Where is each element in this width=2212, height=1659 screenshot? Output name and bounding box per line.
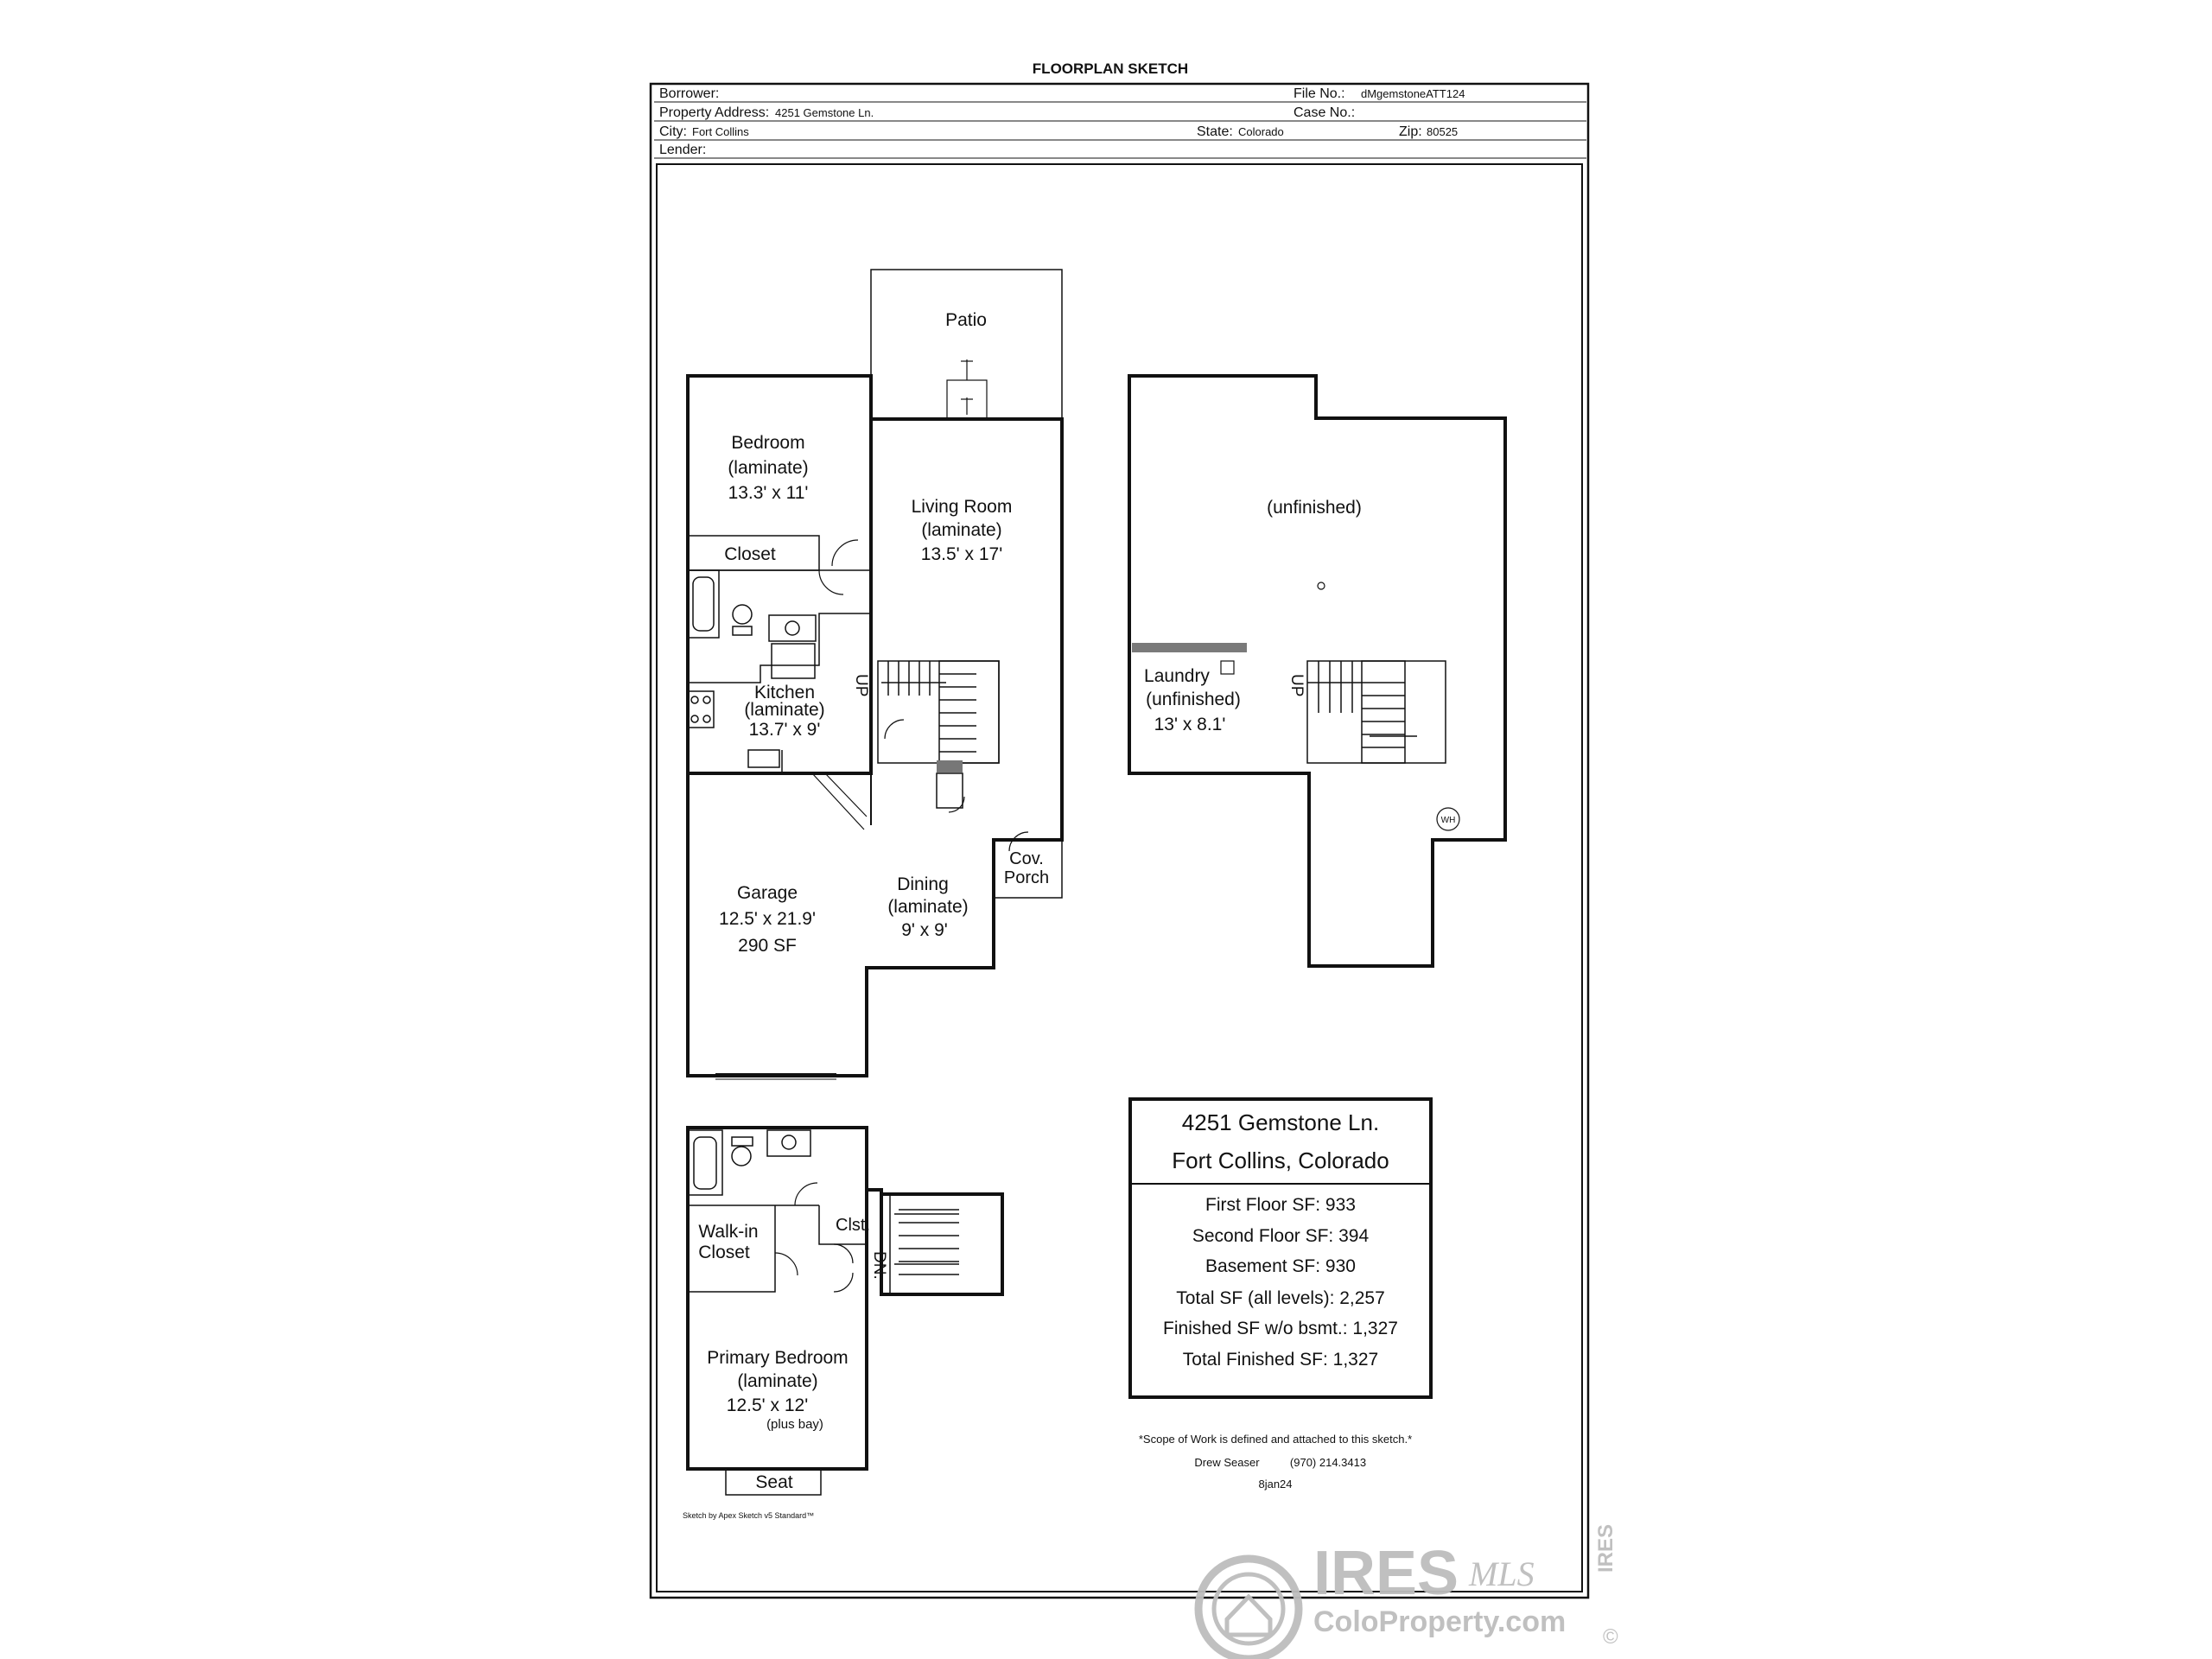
primary-bedroom-label: Primary Bedroom xyxy=(707,1348,848,1368)
summary-address-line2: Fort Collins, Colorado xyxy=(1172,1147,1389,1173)
door-swings xyxy=(811,539,1029,852)
laundry-floor: (unfinished) xyxy=(1146,690,1241,709)
seat-label: Seat xyxy=(755,1472,792,1492)
dining-label: Dining xyxy=(897,874,949,894)
sketch-software-note: Sketch by Apex Sketch v5 Standard™ xyxy=(683,1511,814,1520)
header-form xyxy=(649,82,1590,1599)
upper-door-swings xyxy=(774,1182,854,1293)
upper-closet-label: Clst. xyxy=(836,1216,870,1235)
basement-stairs xyxy=(1306,660,1446,764)
watermark-copyright: © xyxy=(1603,1625,1618,1649)
basement-walls xyxy=(1128,374,1507,968)
watermark-mls: MLS xyxy=(1468,1554,1535,1593)
watermark-ring xyxy=(1194,1554,1303,1659)
laundry-sink xyxy=(1220,660,1235,675)
zip-value: 80525 xyxy=(1427,125,1458,138)
zip-label: Zip: xyxy=(1399,124,1422,139)
upper-floor-walls xyxy=(686,1126,1004,1471)
summary-box xyxy=(1128,1097,1433,1399)
upper-floor-stairs xyxy=(889,1194,959,1294)
bedroom-size: 13.3' x 11' xyxy=(728,483,809,503)
summary-total: Total SF (all levels): 2,257 xyxy=(1176,1288,1385,1308)
walk-in-closet-label-line1: Walk-in xyxy=(698,1222,758,1242)
summary-first-floor: First Floor SF: 933 xyxy=(1205,1195,1356,1215)
laundry-size: 13' x 8.1' xyxy=(1154,715,1226,734)
kitchen-size: 13.7' x 9' xyxy=(749,720,821,740)
basement-stair-up-label: UP xyxy=(1287,674,1306,696)
file-no-label: File No.: xyxy=(1294,86,1345,101)
laundry-shelf xyxy=(1132,643,1247,652)
main-floor-walls xyxy=(686,374,1064,1077)
scope-note: *Scope of Work is defined and attached t… xyxy=(1139,1433,1412,1446)
hall-closet xyxy=(936,772,963,809)
main-stair-up-label: UP xyxy=(852,674,870,696)
garage-size: 12.5' x 21.9' xyxy=(719,909,816,929)
state-label: State: xyxy=(1197,124,1233,139)
watermark-inner-ring xyxy=(1211,1572,1286,1646)
summary-address-line1: 4251 Gemstone Ln. xyxy=(1182,1109,1379,1135)
borrower-label: Borrower: xyxy=(659,86,719,101)
primary-bedroom-floor: (laminate) xyxy=(737,1371,817,1391)
address-value: 4251 Gemstone Ln. xyxy=(775,106,874,119)
city-value: Fort Collins xyxy=(692,125,749,138)
watermark-site: ColoProperty.com xyxy=(1313,1605,1566,1638)
floor-drain xyxy=(1317,582,1325,590)
case-no-label: Case No.: xyxy=(1294,105,1355,120)
house-icon xyxy=(1224,1593,1273,1637)
cov-porch-outline xyxy=(993,839,1063,899)
ires-watermark: IRES MLS ColoProperty.com IRES © xyxy=(1194,1524,1618,1659)
basement-unfinished-label: (unfinished) xyxy=(1267,498,1362,518)
bedroom-floor: (laminate) xyxy=(728,458,808,478)
summary-basement: Basement SF: 930 xyxy=(1205,1256,1356,1276)
watermark-vertical: IRES xyxy=(1594,1524,1618,1573)
living-room-floor: (laminate) xyxy=(921,520,1001,540)
lender-label: Lender: xyxy=(659,143,706,157)
garage-area: 290 SF xyxy=(738,936,797,956)
primary-bedroom-size: 12.5' x 12' xyxy=(727,1395,808,1415)
walk-in-closet-label-line2: Closet xyxy=(698,1243,750,1262)
living-room-size: 13.5' x 17' xyxy=(921,544,1002,564)
patio-label: Patio xyxy=(945,310,987,330)
kitchen-label: Kitchen xyxy=(754,683,815,702)
file-no-value: dMgemstoneATT124 xyxy=(1361,87,1465,100)
kitchen-appliances xyxy=(687,690,780,768)
summary-finished-wo-bsmt: Finished SF w/o bsmt.: 1,327 xyxy=(1163,1319,1398,1338)
cov-porch-label-line1: Cov. xyxy=(1009,849,1044,868)
watermark-brand: IRES xyxy=(1313,1539,1459,1608)
primary-bedroom-bay-note: (plus bay) xyxy=(766,1417,823,1432)
patio-outline xyxy=(870,269,1063,420)
closet-label: Closet xyxy=(724,544,776,564)
water-heater-label: WH xyxy=(1441,816,1456,825)
address-label: Property Address: xyxy=(659,105,769,120)
city-label: City: xyxy=(659,124,687,139)
laundry-label: Laundry xyxy=(1144,666,1210,686)
dining-size: 9' x 9' xyxy=(901,920,948,940)
kitchen-floor: (laminate) xyxy=(744,700,824,720)
bedroom-label: Bedroom xyxy=(731,433,804,453)
sketch-title: FLOORPLAN SKETCH xyxy=(1033,60,1188,77)
sketch-date: 8jan24 xyxy=(1258,1478,1292,1491)
state-value: Colorado xyxy=(1238,125,1284,138)
bathroom-fixtures xyxy=(687,569,817,679)
stair-post xyxy=(937,760,963,772)
stair-down-label: DN. xyxy=(870,1251,888,1280)
main-floor-stairs xyxy=(877,660,1000,764)
dining-floor: (laminate) xyxy=(887,897,968,917)
sketcher-phone: (970) 214.3413 xyxy=(1290,1456,1366,1469)
cov-porch-label-line2: Porch xyxy=(1004,868,1049,887)
living-room-label: Living Room xyxy=(912,497,1013,517)
patio-door xyxy=(946,359,988,420)
upper-floor-partitions xyxy=(687,1129,867,1496)
summary-total-finished: Total Finished SF: 1,327 xyxy=(1183,1350,1378,1370)
sketcher-name: Drew Seaser xyxy=(1194,1456,1260,1469)
garage-label: Garage xyxy=(737,883,798,903)
water-heater xyxy=(1436,807,1460,831)
summary-second-floor: Second Floor SF: 394 xyxy=(1192,1226,1370,1246)
